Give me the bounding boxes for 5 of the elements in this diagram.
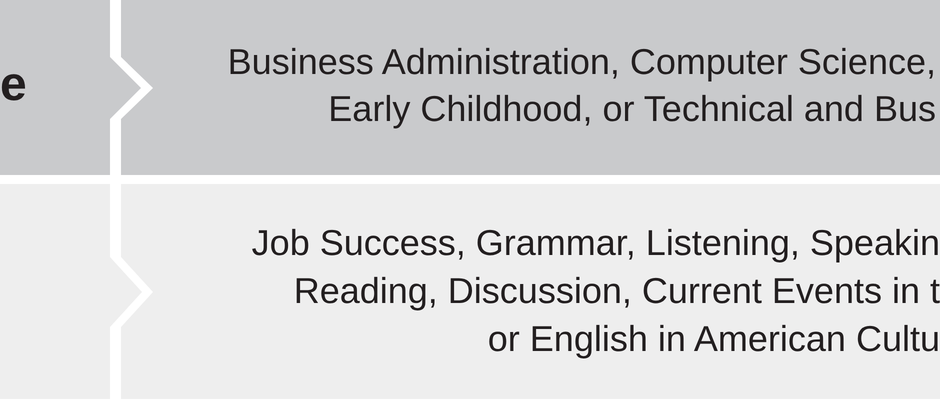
course-list: Business Administration, Computer Science, Early Childhood, or Technical and Bus — [228, 38, 936, 132]
course-list: Job Success, Grammar, Listening, Speakin Reading, Discussion, Current Events in t or English in American Cultu — [252, 219, 940, 363]
content-panel — [121, 0, 940, 175]
arrow-tab — [0, 0, 142, 175]
heading-text: e — [0, 61, 27, 109]
